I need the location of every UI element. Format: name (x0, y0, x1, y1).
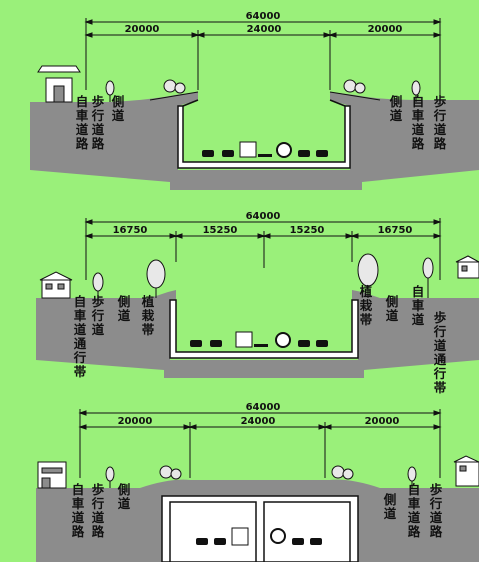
road-segment (254, 344, 268, 347)
left-vertical-label: 自車道路 (72, 482, 85, 539)
bus (270, 528, 286, 544)
car (316, 340, 328, 347)
car (222, 150, 234, 157)
car (310, 538, 322, 545)
ground (30, 92, 479, 190)
car (196, 538, 208, 545)
dimension-lines (78, 409, 442, 478)
right-vertical-label: 植栽帯 (359, 284, 373, 327)
width-label-1: 16750 (113, 225, 148, 236)
truck (239, 141, 257, 158)
total-width-label: 64000 (246, 211, 281, 222)
vehicles (190, 331, 328, 348)
section-covered: 64000 20000 24000 20000 (36, 402, 479, 562)
tree-icon (105, 79, 421, 102)
bus (275, 332, 291, 348)
left-vertical-label: 自車道路 (76, 94, 89, 151)
vehicles (202, 141, 328, 158)
left-vertical-label: 自車道通行帯 (73, 294, 87, 379)
house-icon (37, 461, 67, 489)
left-width-label: 20000 (118, 416, 153, 427)
width-label-2: 15250 (203, 225, 238, 236)
car (316, 150, 328, 157)
car (292, 538, 304, 545)
trench-structure (177, 105, 351, 169)
car (190, 340, 202, 347)
car (298, 340, 310, 347)
section-open-cut-planted: 64000 16750 15250 15250 16750 (36, 211, 479, 395)
road-segment (258, 154, 272, 157)
house-icon (453, 455, 479, 487)
dimension-lines (84, 218, 442, 280)
gate-building (37, 65, 81, 103)
left-vertical-label: 歩行道路 (91, 482, 105, 539)
width-label-3: 15250 (290, 225, 325, 236)
tree-icon (105, 465, 417, 488)
right-vertical-label: 歩行道路 (433, 94, 447, 151)
left-vertical-label: 歩行道路 (91, 94, 105, 151)
left-vertical-label: 歩行道 (91, 294, 105, 337)
right-vertical-label: 側道 (389, 94, 403, 123)
car (210, 340, 222, 347)
car (298, 150, 310, 157)
total-width-label: 64000 (246, 402, 281, 413)
vertical-labels: 自車道路歩行道路側道側道自車道路歩行道路 (72, 482, 443, 539)
right-width-label: 20000 (368, 24, 403, 35)
truck (235, 331, 253, 348)
dimension-lines (84, 18, 442, 100)
right-vertical-label: 側道 (383, 492, 397, 521)
total-width-label: 64000 (246, 11, 281, 22)
right-vertical-label: 側道 (385, 294, 399, 323)
bus (276, 142, 292, 158)
left-vertical-label: 側道 (117, 482, 131, 511)
center-width-label: 24000 (241, 416, 276, 427)
left-vertical-label: 側道 (111, 94, 125, 123)
section-open-cut: 64000 20000 24000 20000 (30, 11, 479, 190)
tree-icon (92, 253, 434, 298)
truck (231, 527, 249, 546)
right-vertical-label: 自車道路 (408, 482, 421, 539)
house-icon (39, 271, 73, 299)
right-vertical-label: 自車道 (412, 284, 425, 327)
house-icon (455, 255, 479, 279)
left-width-label: 20000 (125, 24, 160, 35)
right-vertical-label: 歩行道通行帯 (433, 310, 447, 395)
width-label-4: 16750 (378, 225, 413, 236)
right-vertical-label: 歩行道路 (429, 482, 443, 539)
center-width-label: 24000 (247, 24, 282, 35)
left-vertical-label: 側道 (117, 294, 131, 323)
trench-structure (169, 299, 359, 359)
car (214, 538, 226, 545)
vehicles (196, 527, 322, 546)
right-vertical-label: 自車道路 (412, 94, 425, 151)
car (202, 150, 214, 157)
ground (36, 290, 479, 378)
left-vertical-label: 植栽帯 (141, 294, 155, 337)
right-width-label: 20000 (365, 416, 400, 427)
vertical-labels: 自車道通行帯歩行道側道植栽帯植栽帯側道自車道歩行道通行帯 (73, 284, 447, 395)
